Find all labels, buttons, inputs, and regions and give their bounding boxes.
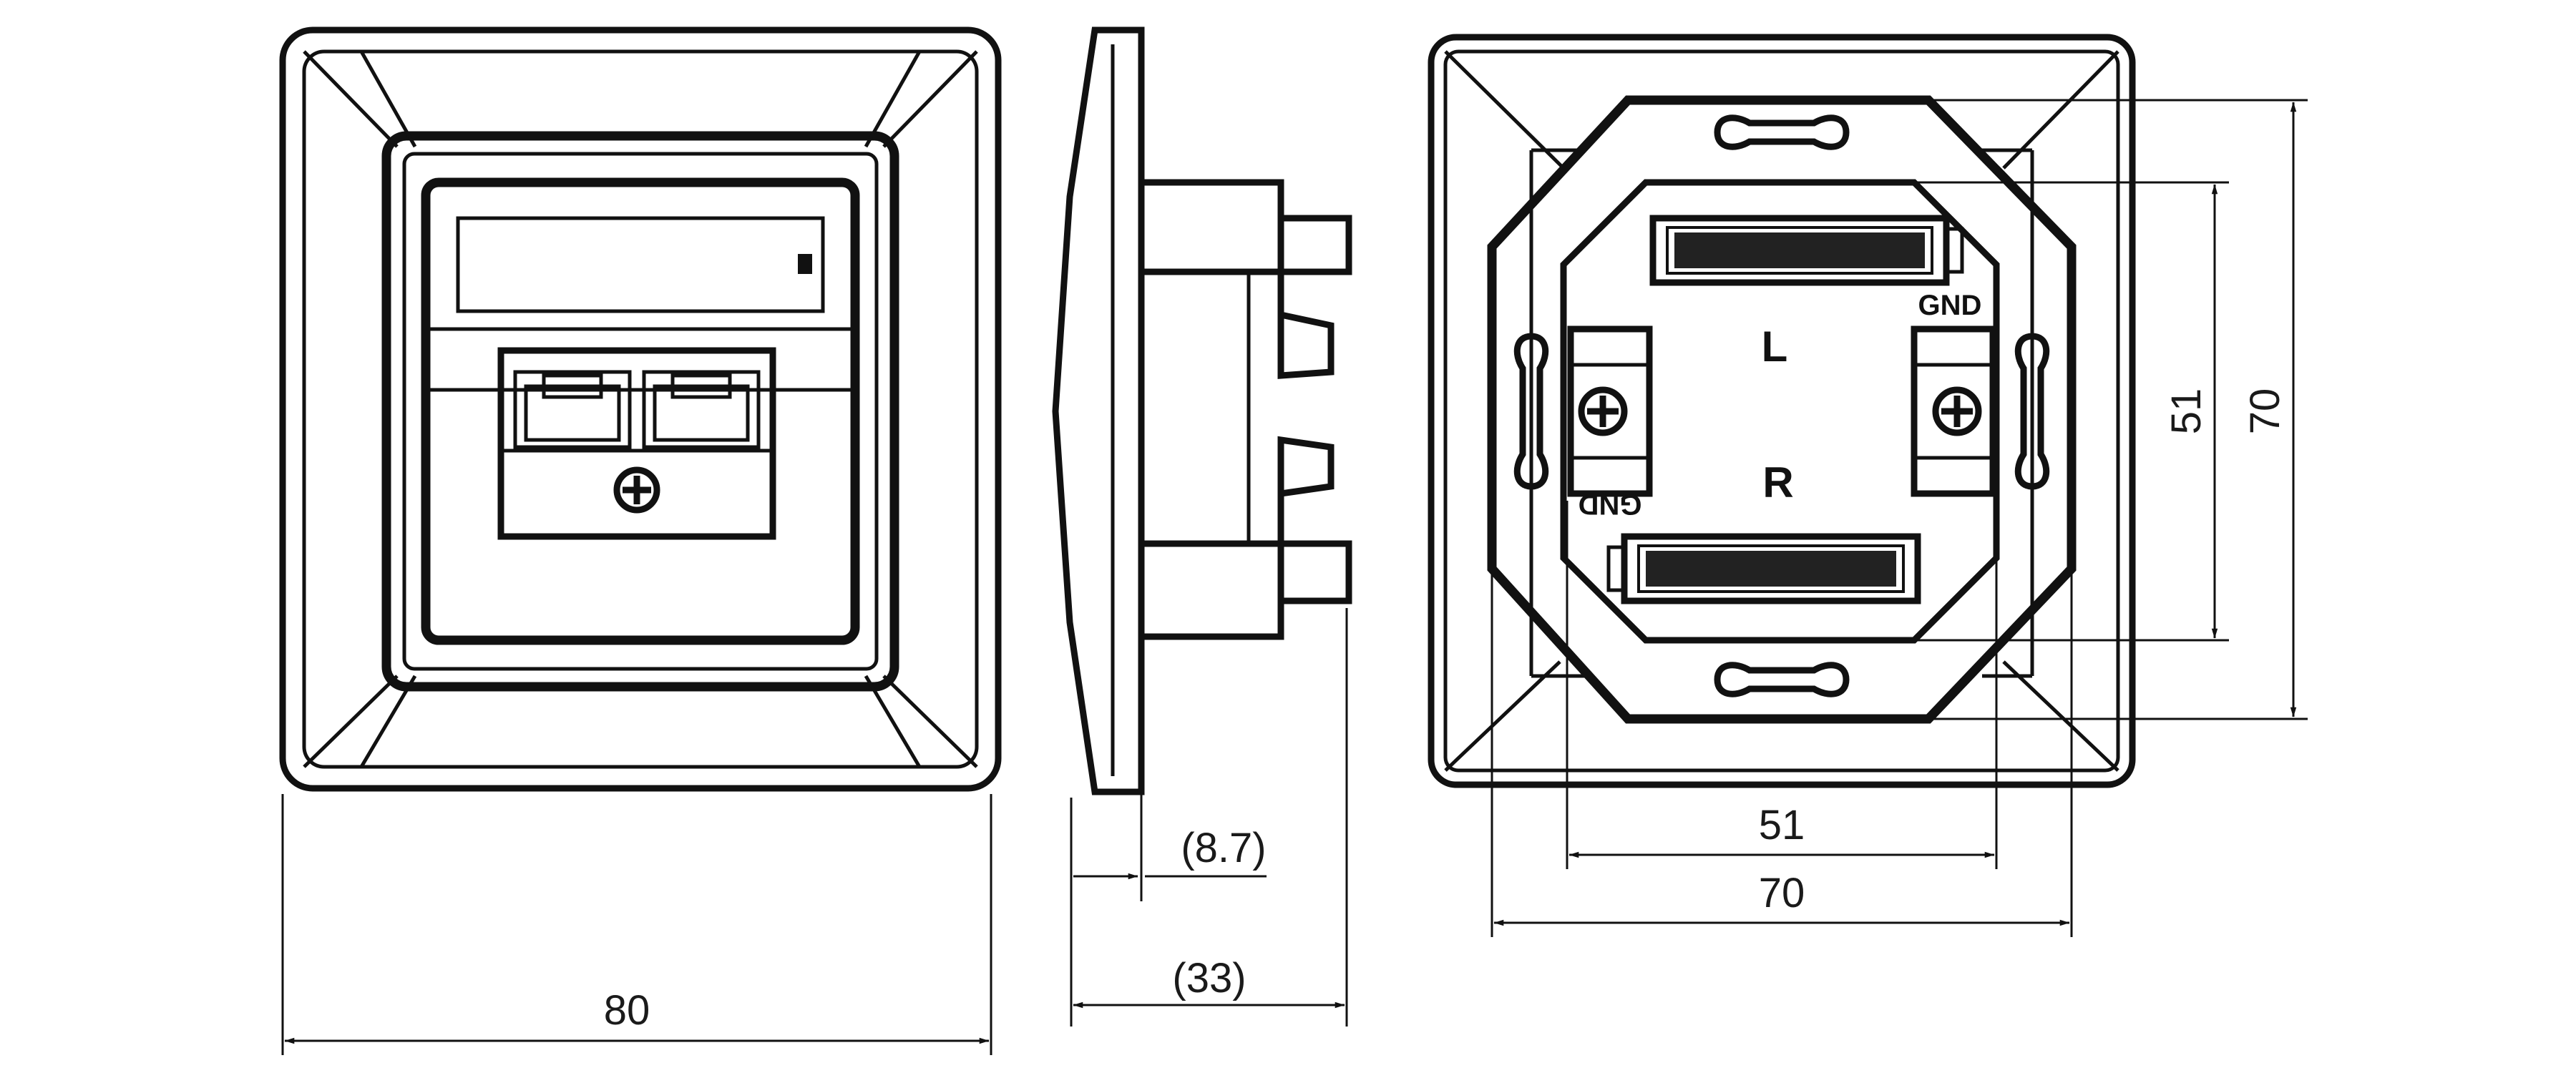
rear-square-cutout <box>1529 148 2034 678</box>
jack-module <box>497 347 776 540</box>
side-depth-total-label: (33) <box>1172 955 1246 1001</box>
mounting-slot-left <box>1513 333 1549 490</box>
rj45-port-left <box>513 370 632 449</box>
side-depth-dimension-total: (33) <box>1070 608 1348 1027</box>
mounting-slot-right <box>2014 333 2050 490</box>
rj45-port-right <box>642 370 761 449</box>
side-depth-small-label: (8.7) <box>1181 825 1266 871</box>
rear-outer-width-label: 70 <box>1759 870 1805 916</box>
mounting-ring-inner <box>1560 179 2000 644</box>
front-outer-frame <box>279 26 1002 792</box>
side-pin-bottom <box>1277 540 1352 604</box>
side-pin-top <box>1277 215 1352 275</box>
label-ground-bottom: GND <box>1579 489 1642 520</box>
side-clip-bottom <box>1277 436 1335 544</box>
side-clip-top <box>1277 272 1335 379</box>
rear-inner-frame <box>1443 49 2120 773</box>
rear-outer-height-label: 70 <box>2242 388 2288 435</box>
label-ground-top: GND <box>1918 290 1982 321</box>
front-label-window <box>456 216 825 313</box>
mounting-ring-outer <box>1487 95 2077 724</box>
clamp-left <box>1567 325 1653 497</box>
front-width-dimension: 80 <box>281 794 992 1055</box>
terminal-block-bottom <box>1606 533 1921 604</box>
rear-inner-width-label: 51 <box>1759 802 1805 848</box>
terminal-block-top <box>1649 215 1964 286</box>
front-center-plate <box>381 131 899 692</box>
front-inner-insert <box>421 177 860 645</box>
rear-outer-frame <box>1428 34 2136 788</box>
rear-outer-width-dimension: 70 <box>1493 870 2070 926</box>
side-depth-dimension-small: (8.7) <box>1073 794 1267 901</box>
front-frame-bevel <box>302 49 979 769</box>
front-insert-frame <box>402 152 879 671</box>
rear-corner-bevels <box>1444 50 2119 772</box>
rear-inner-width-dimension: 51 <box>1568 802 1995 858</box>
side-box-upper <box>1138 179 1284 275</box>
front-corner-bevels <box>303 50 978 768</box>
clamp-right <box>1911 325 1996 497</box>
rear-view: L R GND GND 51 70 51 70 <box>1428 34 2308 937</box>
label-left-channel: L <box>1762 323 1788 371</box>
side-view: (8.7) (33) <box>1052 26 1352 1027</box>
rear-extension-lines <box>1491 99 2308 937</box>
rear-inner-height-dimension: 51 <box>2163 184 2218 639</box>
front-screw-icon <box>613 466 660 514</box>
side-front-plate <box>1052 26 1145 795</box>
mounting-slot-bottom <box>1714 662 1850 697</box>
front-width-label: 80 <box>604 987 650 1034</box>
rear-inner-height-label: 51 <box>2163 388 2210 435</box>
front-view: 80 <box>279 26 1002 1055</box>
mounting-slot-top <box>1714 114 1850 150</box>
rear-outer-height-dimension: 70 <box>2242 102 2297 717</box>
side-box-lower <box>1138 540 1284 640</box>
label-right-channel: R <box>1762 459 1793 506</box>
label-window-tab <box>798 254 812 274</box>
